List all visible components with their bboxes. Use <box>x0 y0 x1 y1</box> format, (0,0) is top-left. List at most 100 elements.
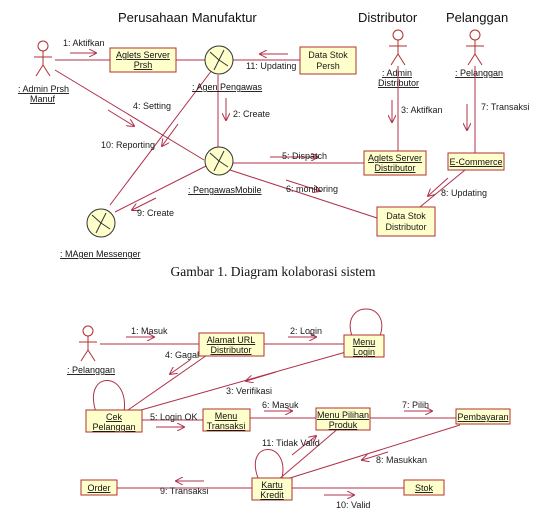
box-menu-pilihan <box>315 407 371 431</box>
link-d2-pembayaran-kartu <box>289 424 461 479</box>
actor-admin-prsh-label-2: Manuf <box>30 94 56 104</box>
diagram-2: : Pelanggan Alamat URL Distributor <box>67 308 511 510</box>
arrow-d2-m3 <box>246 371 277 381</box>
loop-d2-kartu-kredit <box>254 449 284 479</box>
box-menu-login <box>343 334 385 358</box>
msg-d2-m7: 7: Pilih <box>402 400 429 410</box>
box-data-stok-persh-label-2: Persh <box>316 61 340 71</box>
agent-mobile-icon <box>204 146 234 176</box>
box-kartu-kredit-label-2: Kredit <box>260 490 284 500</box>
agent-messenger-label: : MAgen Messenger <box>60 249 141 259</box>
actor-admin-distributor <box>389 29 407 66</box>
link-messenger-agen <box>109 69 213 206</box>
box-kartu-kredit-label-1: Kartu <box>261 480 283 490</box>
msg-d1-m4: 4: Setting <box>133 101 171 111</box>
actor-pelanggan-top <box>466 29 484 66</box>
actor-admin-prsh <box>34 40 52 77</box>
box-alamat-url-label-1: Alamat URL <box>207 335 256 345</box>
loop-d2-menu-login <box>349 308 383 337</box>
box-aglets-server-distributor-label-1: Aglets Server <box>368 153 422 163</box>
box-ecommerce <box>447 152 505 171</box>
msg-d2-m1: 1: Masuk <box>131 326 168 336</box>
box-ecommerce-label: E-Commerce <box>449 157 502 167</box>
agent-pengawas-icon <box>204 45 234 75</box>
loop-d2-cek-pelanggan <box>93 380 125 413</box>
actor-pelanggan-bottom-label: : Pelanggan <box>67 365 115 375</box>
box-order <box>80 479 118 496</box>
msg-d2-m6: 6: Masuk <box>262 400 299 410</box>
agent-mobile-label: : PengawasMobile <box>188 185 262 195</box>
box-aglets-server-distributor <box>363 150 427 176</box>
header-manufaktur: Perusahaan Manufaktur <box>118 10 257 25</box>
link-admin-mobile <box>54 69 205 161</box>
msg-d2-m8: 8: Masukkan <box>376 455 427 465</box>
box-pembayaran-label: Pembayaran <box>457 412 508 422</box>
box-aglets-server-prsh-label-2: Prsh <box>134 60 153 70</box>
box-pembayaran <box>455 408 511 425</box>
box-data-stok-distributor-label-2: Distributor <box>385 222 426 232</box>
msg-d2-m3: 3: Verifikasi <box>226 386 272 396</box>
link-d2-cek-alamat <box>127 352 211 411</box>
arrow-d1-m9 <box>132 197 157 210</box>
msg-d1-m1: 1: Aktifkan <box>63 38 105 48</box>
msg-d1-m8: 8: Updating <box>441 188 487 198</box>
link-ecommerce-stok-dist <box>419 169 466 208</box>
box-menu-pilihan-label-2: Produk <box>329 420 358 430</box>
box-kartu-kredit <box>251 477 293 501</box>
box-order-label: Order <box>87 483 110 493</box>
agent-messenger-icon <box>86 208 116 238</box>
box-cek-pelanggan-label-2: Pelanggan <box>92 422 135 432</box>
msg-d2-m9: 9: Transaksi <box>160 486 209 496</box>
msg-d2-m4: 4: Gagal <box>165 350 199 360</box>
msg-d1-m6: 6: monitoring <box>286 184 338 194</box>
box-data-stok-distributor <box>376 206 436 237</box>
box-menu-transaksi-label-1: Menu <box>215 411 238 421</box>
arrow-d1-m10 <box>162 123 179 146</box>
msg-d1-m2: 2: Create <box>233 109 270 119</box>
box-data-stok-persh <box>299 46 357 75</box>
msg-d1-m3: 3: Aktifkan <box>401 105 443 115</box>
arrow-d1-m6 <box>285 179 320 191</box>
box-stok <box>403 479 445 496</box>
arrow-d2-m8 <box>362 451 389 460</box>
diagram-1: Perusahaan Manufaktur Distributor Pelang… <box>18 10 530 279</box>
caption-diagram-1: Gambar 1. Diagram kolaborasi sistem <box>170 264 376 279</box>
header-pelanggan: Pelanggan <box>446 10 508 25</box>
msg-d1-m10: 10: Reporting <box>101 140 155 150</box>
arrow-d1-m4 <box>107 109 134 126</box>
box-menu-transaksi-label-2: Transaksi <box>207 421 246 431</box>
actor-admin-distributor-label-1: : Admin <box>382 68 412 78</box>
link-d2-kartu-pilihan <box>277 426 341 481</box>
actor-pelanggan-top-label: : Pelanggan <box>455 68 503 78</box>
box-stok-label: Stok <box>415 483 434 493</box>
msg-d2-m10: 10: Valid <box>336 500 370 510</box>
box-aglets-server-prsh <box>109 47 177 73</box>
msg-d1-m9: 9: Create <box>137 208 174 218</box>
msg-d2-m2: 2: Login <box>290 326 322 336</box>
box-menu-login-label-2: Login <box>353 347 375 357</box>
box-menu-pilihan-label-1: Menu Pilihan <box>317 410 369 420</box>
arrow-d2-m4 <box>170 359 191 374</box>
arrow-d1-m8 <box>428 177 449 196</box>
msg-d1-m7: 7: Transaksi <box>481 102 530 112</box>
box-data-stok-distributor-label-1: Data Stok <box>386 211 426 221</box>
msg-d1-m11: 11: Updating <box>246 61 296 71</box>
link-d2-cek-login <box>133 351 347 413</box>
box-alamat-url-label-2: Distributor <box>210 345 251 355</box>
box-aglets-server-prsh-label-1: Aglets Server <box>116 50 170 60</box>
msg-d1-m5: 5: Dispatch <box>282 151 327 161</box>
actor-admin-distributor-label-2: Distributor <box>378 78 419 88</box>
agent-pengawas-label: : Agen Pengawas <box>192 82 263 92</box>
box-alamat-url <box>198 332 265 357</box>
actor-pelanggan-bottom <box>79 325 97 362</box>
box-data-stok-persh-label-1: Data Stok <box>308 50 348 60</box>
box-menu-login-label-1: Menu <box>353 337 376 347</box>
box-aglets-server-distributor-label-2: Distributor <box>374 163 415 173</box>
box-cek-pelanggan-label-1: Cek <box>106 412 123 422</box>
msg-d2-m11: 11: Tidak Valid <box>262 438 320 448</box>
link-mobile-stok-dist <box>229 169 378 219</box>
arrow-d2-m11 <box>291 436 316 456</box>
box-cek-pelanggan <box>85 409 143 433</box>
msg-d2-m5: 5: Login OK <box>150 412 198 422</box>
